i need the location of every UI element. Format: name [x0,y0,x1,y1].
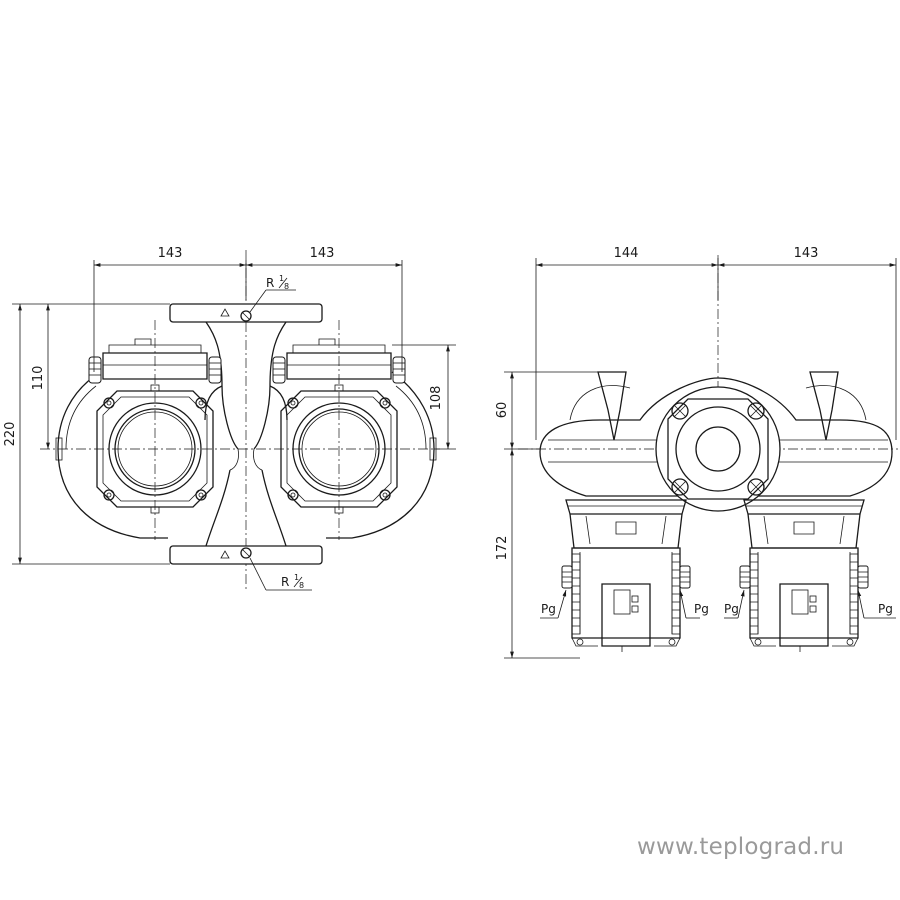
side-dim-width-left: 144 [614,246,639,261]
thread-bottom-num: 1 [294,573,299,582]
pg-label-4: Pg [878,602,893,616]
thread-bottom-den: 8 [299,581,304,590]
front-view: 143 143 220 110 108 R 1 8 R 1 8 [3,246,456,591]
thread-top-prefix: R [266,276,274,290]
thread-bottom-prefix: R [281,575,289,589]
thread-top-num: 1 [279,274,284,283]
pg-label-3: Pg [724,602,739,616]
front-dim-height-upper: 110 [31,366,46,391]
pg-label-1: Pg [541,602,556,616]
side-dim-height-lower: 172 [495,536,510,561]
front-dim-width-right: 143 [310,246,335,261]
watermark-text: www.teplograd.ru [637,834,845,860]
side-view: 144 143 60 172 Pg Pg Pg Pg [495,246,898,659]
front-dim-width-left: 143 [158,246,183,261]
side-dim-height-upper: 60 [495,402,510,419]
thread-top-den: 8 [284,282,289,291]
pg-label-2: Pg [694,602,709,616]
side-dim-width-right: 143 [794,246,819,261]
front-dim-height-right: 108 [429,386,444,411]
front-dim-height-total: 220 [3,422,18,447]
